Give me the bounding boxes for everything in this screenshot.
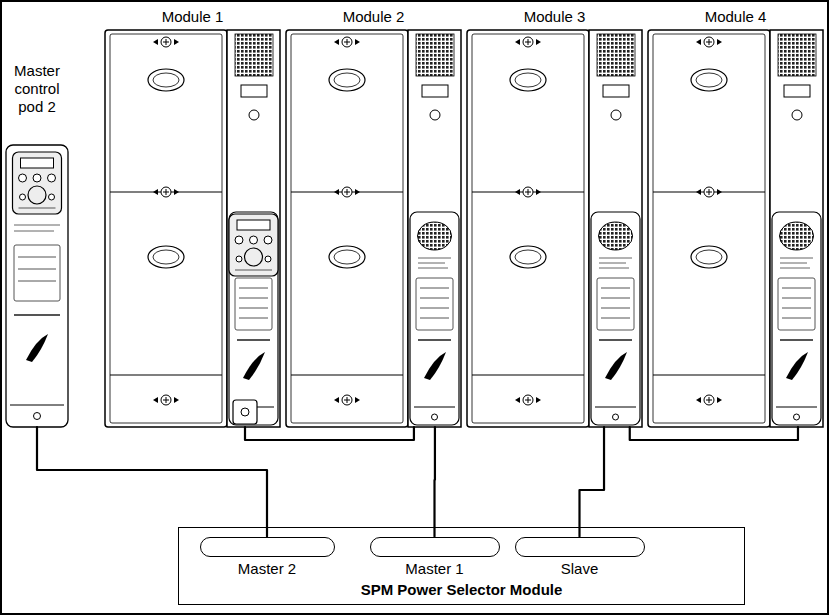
drive-module	[648, 30, 823, 427]
drive-module	[467, 30, 642, 427]
slot-outline	[200, 537, 335, 557]
drive-module	[286, 30, 461, 427]
module-label: Module 4	[705, 8, 767, 26]
keypad	[229, 214, 278, 276]
drive-module: Module 3	[467, 6, 642, 427]
connection-cable	[580, 427, 605, 537]
cable-plug	[233, 400, 257, 424]
selector-module: SPM Power Selector Module Master 2 Master …	[178, 527, 745, 605]
connector-slot: Master 2	[200, 537, 335, 579]
connector-slot: Master 1	[370, 537, 500, 579]
connection-cable	[630, 427, 798, 440]
slot-label: Master 1	[405, 560, 463, 578]
module-title: SPM Power Selector Module	[361, 581, 563, 599]
drive-module: Module 1	[105, 6, 280, 427]
slot-label: Master 2	[238, 560, 296, 578]
drive-module: Module 4	[648, 6, 823, 427]
connector-slot: Slave	[515, 537, 645, 579]
drive-module	[105, 30, 280, 427]
connection-cable	[433, 427, 436, 537]
slot-outline	[370, 537, 500, 557]
control-pod: Master control pod 2	[0, 62, 74, 427]
module-label: Module 3	[524, 8, 586, 26]
slot-label: Slave	[561, 560, 599, 578]
connection-cable	[245, 427, 414, 440]
slot-outline	[515, 537, 645, 557]
cable-plug	[241, 408, 249, 416]
module-label: Module 1	[162, 8, 224, 26]
module-label: Module 2	[343, 8, 405, 26]
module-label: Master control pod 2	[0, 62, 74, 116]
drive-module: Module 2	[286, 6, 461, 427]
connection-cable	[37, 427, 267, 537]
control-pod	[6, 145, 68, 427]
